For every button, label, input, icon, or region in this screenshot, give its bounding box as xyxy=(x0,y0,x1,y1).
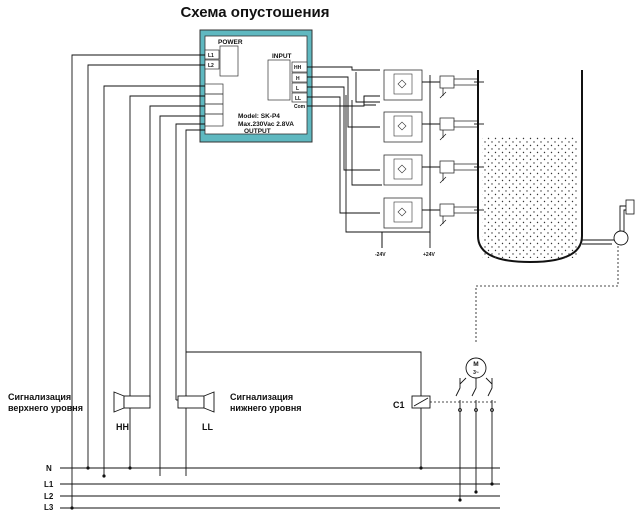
sensor-relays xyxy=(383,69,479,229)
motor-circuit: M 3~ C1 xyxy=(186,351,496,500)
contactor-label: C1 xyxy=(393,400,405,410)
drain-pump xyxy=(475,199,635,342)
supply-plus-label: +24V xyxy=(423,252,435,258)
alarm-high-line2: верхнего уровня xyxy=(8,403,83,413)
sensor-relay-hh xyxy=(383,69,479,101)
power-rails: N L1 L2 L3 xyxy=(44,464,500,512)
output-label: OUTPUT xyxy=(244,128,271,135)
rail-l3: L3 xyxy=(44,503,54,512)
power-terminal-l1: L1 xyxy=(208,53,214,59)
rail-l1: L1 xyxy=(44,480,54,489)
power-label: POWER xyxy=(218,39,243,46)
input-terminal-h: H xyxy=(296,76,300,82)
horn-high-icon xyxy=(113,391,125,413)
power-relay-block xyxy=(219,45,239,77)
tank-liquid xyxy=(482,136,578,258)
input-wiring xyxy=(307,66,431,248)
tank xyxy=(474,70,583,264)
rail-l2: L2 xyxy=(44,492,54,501)
probe-ll-icon xyxy=(439,203,455,217)
motor-symbol: M xyxy=(473,361,478,368)
rating-label: Max.230Vac 2.8VA xyxy=(238,121,294,128)
alarm-horns: HH LL Сигнализация верхнего уровня Сигна… xyxy=(8,391,302,432)
input-label: INPUT xyxy=(272,53,292,60)
sensor-relay-l xyxy=(383,154,479,186)
model-label: Model: SK-P4 xyxy=(238,113,280,120)
sensor-relay-ll xyxy=(383,197,479,229)
rail-n: N xyxy=(46,464,52,473)
probe-l-icon xyxy=(439,160,455,174)
input-module xyxy=(267,59,291,101)
alarm-low-line1: Сигнализация xyxy=(230,392,293,402)
controller-wiring xyxy=(71,54,205,508)
alarm-high-tag: HH xyxy=(116,422,129,432)
controller-unit: POWER INPUT OUTPUT Model: SK-P4 Max.230V… xyxy=(199,29,313,143)
probe-hh-icon xyxy=(439,75,455,89)
page-title: Схема опустошения xyxy=(180,4,329,21)
input-terminal-hh: HH xyxy=(294,65,302,71)
horn-low-icon xyxy=(203,391,215,413)
sensor-relay-h xyxy=(383,111,479,143)
input-terminal-l: L xyxy=(296,86,299,92)
probe-h-icon xyxy=(439,117,455,131)
input-terminal-com: Com xyxy=(294,104,306,110)
motor-phases: 3~ xyxy=(473,370,479,376)
input-terminal-ll: LL xyxy=(295,96,301,102)
supply-minus-label: -24V xyxy=(375,252,386,258)
alarm-high-line1: Сигнализация xyxy=(8,392,71,402)
output-terminal-strip xyxy=(204,83,224,127)
pump-icon xyxy=(613,230,629,246)
alarm-low-line2: нижнего уровня xyxy=(230,403,302,413)
alarm-low-tag: LL xyxy=(202,422,213,432)
power-terminal-l2: L2 xyxy=(208,63,214,69)
